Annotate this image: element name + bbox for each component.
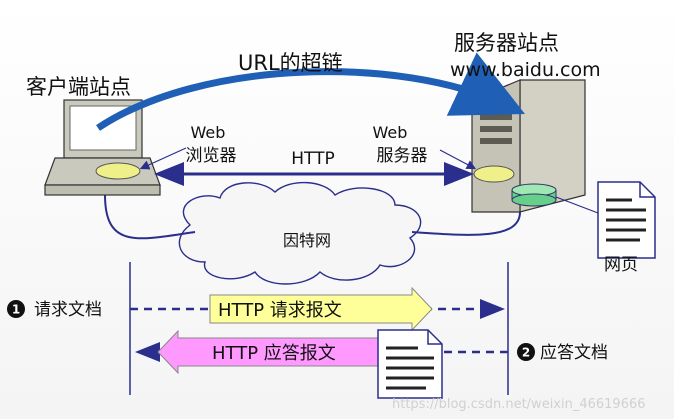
webpage-label: 网页 (604, 255, 638, 275)
request-message-box (209, 286, 433, 332)
client-computer (44, 99, 161, 196)
server-ellipse (473, 165, 515, 183)
server-domain: www.baidu.com (450, 59, 601, 81)
browser-pointer (139, 147, 187, 170)
step2-badge: 2 (517, 343, 535, 361)
response-document-icon (377, 329, 443, 399)
browser-ellipse (95, 162, 141, 180)
response-message-box (157, 329, 383, 375)
server-label-line2: 服务器 (377, 146, 428, 166)
watermark: https://blog.csdn.net/weixin_46619666 (392, 397, 646, 412)
step1-number: 1 (12, 303, 20, 317)
browser-label-line1: Web (191, 123, 226, 142)
internet-label: 因特网 (283, 231, 331, 250)
client-cable (104, 194, 196, 240)
disk-to-doc-line (555, 196, 599, 214)
server-pointer (439, 149, 477, 170)
server-title: 服务器站点 (454, 31, 559, 55)
response-box-label: HTTP 应答报文 (212, 343, 336, 364)
step2-number: 2 (522, 346, 530, 360)
webpage-document-icon (597, 181, 656, 259)
request-side-label: 请求文档 (34, 300, 102, 320)
url-hyperlink-label: URL的超链 (238, 51, 343, 75)
browser-label-line2: 浏览器 (186, 146, 237, 166)
http-label: HTTP (291, 149, 335, 169)
response-side-label: 应答文档 (540, 343, 608, 363)
step1-badge: 1 (7, 300, 25, 318)
request-box-label: HTTP 请求报文 (218, 300, 342, 321)
request-document-icon (426, 334, 466, 356)
disk-icon (511, 183, 557, 207)
client-title: 客户端站点 (26, 75, 131, 99)
url-hyperlink-arrow (96, 52, 525, 131)
server-label-line1: Web (373, 123, 408, 142)
server-cable (411, 211, 521, 236)
